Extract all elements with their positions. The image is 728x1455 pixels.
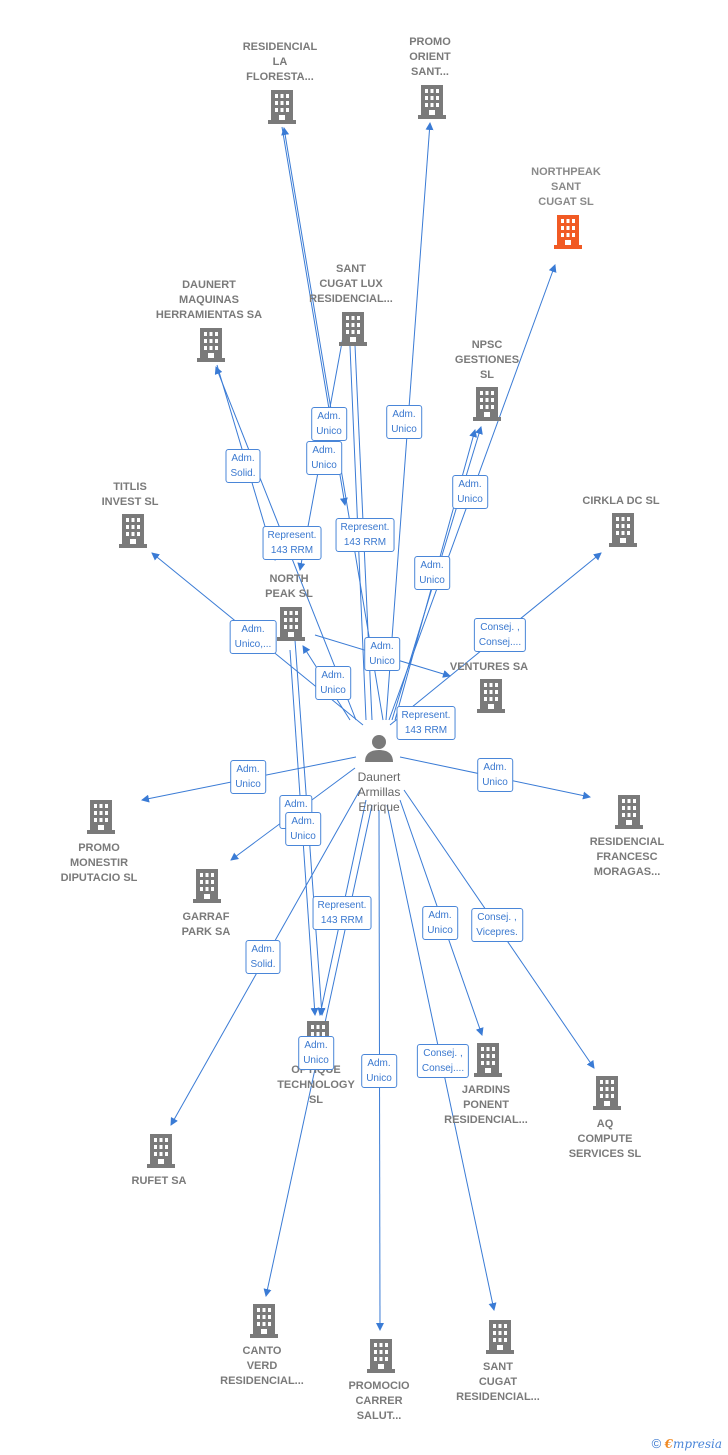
building-icon[interactable] <box>609 513 637 547</box>
company-label-canto-verd[interactable]: CANTO VERD RESIDENCIAL... <box>220 1345 304 1387</box>
company-label-promo-orient-sant[interactable]: PROMO ORIENT SANT... <box>409 36 451 78</box>
relation-label-box[interactable]: Adm. Unico <box>311 407 347 441</box>
copyright-symbol: © <box>651 1436 662 1451</box>
company-label-daunert-maquinas[interactable]: DAUNERT MAQUINAS HERRAMIENTAS SA <box>155 279 263 321</box>
building-icon[interactable] <box>367 1339 395 1373</box>
relation-label-box[interactable]: Adm. Unico <box>285 812 321 846</box>
relation-label-box[interactable]: Adm. Unico <box>230 760 266 794</box>
company-label-titlis-invest[interactable]: TITLIS INVEST SL <box>101 481 159 508</box>
building-icon[interactable] <box>486 1320 514 1354</box>
building-icon[interactable] <box>418 85 446 119</box>
building-icon[interactable] <box>474 1043 502 1077</box>
relation-label-box[interactable]: Adm. Unico <box>452 475 488 509</box>
relation-label-box[interactable]: Adm. Unico <box>306 441 342 475</box>
company-label-sant-cugat-residencial[interactable]: SANT CUGAT RESIDENCIAL... <box>456 1361 540 1403</box>
relation-label-box[interactable]: Adm. Solid. <box>225 449 261 483</box>
relation-label-box[interactable]: Adm. Unico <box>477 758 513 792</box>
company-label-rufet[interactable]: RUFET SA <box>131 1175 187 1187</box>
relation-label-box[interactable]: Adm. Unico <box>414 556 450 590</box>
building-icon[interactable] <box>477 679 505 713</box>
brand-logo: €mpresia <box>665 1437 722 1451</box>
company-label-residencial-francesc[interactable]: RESIDENCIAL FRANCESC MORAGAS... <box>589 836 665 878</box>
relation-label-box[interactable]: Adm. Solid. <box>245 940 281 974</box>
relation-label-box[interactable]: Represent. 143 RRM <box>335 518 395 552</box>
icons-layer <box>87 85 643 1373</box>
building-icon[interactable] <box>615 795 643 829</box>
building-icon[interactable] <box>147 1134 175 1168</box>
person-icon[interactable] <box>365 735 393 762</box>
company-label-northpeak-sant-cugat[interactable]: NORTHPEAK SANT CUGAT SL <box>531 166 601 208</box>
relation-label-box[interactable]: Represent. 143 RRM <box>262 526 322 560</box>
brand-logo-text: mpresia <box>672 1437 722 1451</box>
relation-label-box[interactable]: Adm. Unico <box>298 1036 334 1070</box>
company-label-north-peak[interactable]: NORTH PEAK SL <box>265 573 313 600</box>
relation-label-box[interactable]: Adm. Unico <box>361 1054 397 1088</box>
footer-brand: © €mpresia <box>652 1436 722 1451</box>
relation-label-box[interactable]: Represent. 143 RRM <box>312 896 372 930</box>
building-icon[interactable] <box>193 869 221 903</box>
company-label-promocio-carrer[interactable]: PROMOCIO CARRER SALUT... <box>348 1380 410 1422</box>
building-icon[interactable] <box>473 387 501 421</box>
company-label-ventures[interactable]: VENTURES SA <box>449 661 529 673</box>
building-icon[interactable] <box>268 90 296 124</box>
company-label-cirkla-dc[interactable]: CIRKLA DC SL <box>582 495 660 507</box>
company-label-promo-monestir[interactable]: PROMO MONESTIR DIPUTACIO SL <box>60 842 138 884</box>
building-icon[interactable] <box>339 312 367 346</box>
relation-label-box[interactable]: Consej. , Vicepres. <box>471 908 523 942</box>
relation-label-box[interactable]: Consej. , Consej.... <box>416 1044 470 1078</box>
relation-label-box[interactable]: Adm. Unico <box>364 637 400 671</box>
relation-label-box[interactable]: Consej. , Consej.... <box>473 618 527 652</box>
company-label-jardins-ponent[interactable]: JARDINS PONENT RESIDENCIAL... <box>444 1084 528 1126</box>
building-icon[interactable] <box>277 607 305 641</box>
building-icon[interactable] <box>119 514 147 548</box>
building-icon[interactable] <box>593 1076 621 1110</box>
company-label-npsc-gestiones[interactable]: NPSC GESTIONES SL <box>454 339 520 381</box>
building-icon[interactable] <box>87 800 115 834</box>
building-icon[interactable] <box>250 1304 278 1338</box>
relation-label-box[interactable]: Adm. Unico <box>422 906 458 940</box>
relation-label-box[interactable]: Adm. Unico,... <box>229 620 277 654</box>
relation-label-box[interactable]: Adm. Unico <box>386 405 422 439</box>
person-label[interactable]: Daunert Armillas Enrique <box>357 770 401 814</box>
brand-logo-initial: € <box>664 1437 673 1451</box>
relation-label-box[interactable]: Represent. 143 RRM <box>396 706 456 740</box>
relation-label-box[interactable]: Adm. Unico <box>315 666 351 700</box>
building-icon[interactable] <box>554 215 582 249</box>
building-icon[interactable] <box>197 328 225 362</box>
company-label-residencial-la-floresta[interactable]: RESIDENCIAL LA FLORESTA... <box>242 41 318 83</box>
company-label-aq-compute[interactable]: AQ COMPUTE SERVICES SL <box>568 1118 642 1160</box>
company-label-sant-cugat-lux[interactable]: SANT CUGAT LUX RESIDENCIAL... <box>309 263 393 305</box>
company-label-garraf-park[interactable]: GARRAF PARK SA <box>181 911 231 938</box>
